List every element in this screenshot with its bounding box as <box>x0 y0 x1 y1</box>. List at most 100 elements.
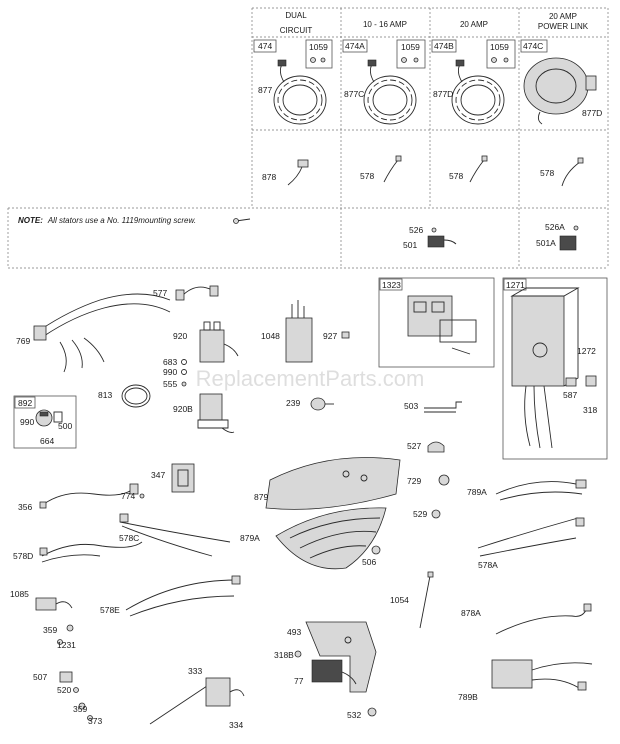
hardware-318B <box>294 650 302 658</box>
label-789A: 789A <box>467 487 487 497</box>
nut-729 <box>438 474 450 486</box>
label-503: 503 <box>404 401 418 411</box>
label-1271: 1271 <box>506 280 525 290</box>
label-474B: 474B <box>434 41 454 51</box>
label-789B: 789B <box>458 692 478 702</box>
part-labels: 474 1059 877 878 474A 1059 877C 578 474B… <box>10 41 602 730</box>
stator-10-16-amp <box>363 59 417 125</box>
label-347: 347 <box>151 470 165 480</box>
label-1085: 1085 <box>10 589 29 599</box>
label-578E: 578E <box>100 605 120 615</box>
label-334: 334 <box>229 720 243 730</box>
group-box-1323 <box>378 277 495 368</box>
label-318: 318 <box>583 405 597 415</box>
label-1231: 1231 <box>57 640 76 650</box>
label-769: 769 <box>16 336 30 346</box>
label-507: 507 <box>33 672 47 682</box>
harness-578A <box>477 517 585 557</box>
nut-532 <box>367 707 377 717</box>
bracket-493 <box>305 621 377 693</box>
header-10-16-amp: 10 - 16 AMP <box>363 20 407 29</box>
group-box-892 <box>13 395 77 449</box>
stator-power-link <box>523 57 597 125</box>
label-1059-b: 1059 <box>401 42 420 52</box>
label-578-a: 578 <box>360 171 374 181</box>
label-879A: 879A <box>240 533 260 543</box>
label-1272: 1272 <box>577 346 596 356</box>
label-474A: 474A <box>345 41 365 51</box>
label-356: 356 <box>18 502 32 512</box>
label-877C: 877C <box>344 89 364 99</box>
label-1054: 1054 <box>390 595 409 605</box>
wire-356 <box>39 483 139 509</box>
label-493: 493 <box>287 627 301 637</box>
harness-578E <box>125 575 241 617</box>
label-577: 577 <box>153 288 167 298</box>
mounting-screw <box>233 218 251 224</box>
header-power-link-line2: POWER LINK <box>538 22 589 31</box>
label-920: 920 <box>173 331 187 341</box>
label-990-b: 990 <box>20 417 34 427</box>
label-877D-2: 877D <box>582 108 602 118</box>
label-578D: 578D <box>13 551 33 561</box>
harness-789A <box>495 479 587 501</box>
label-877D: 877D <box>433 89 453 99</box>
label-1059-c: 1059 <box>490 42 509 52</box>
label-729: 729 <box>407 476 421 486</box>
label-333: 333 <box>188 666 202 676</box>
label-373: 373 <box>88 716 102 726</box>
hardware-683-990-555 <box>181 359 187 387</box>
label-474: 474 <box>258 41 272 51</box>
label-813: 813 <box>98 390 112 400</box>
solenoid-920 <box>199 321 239 363</box>
label-920B: 920B <box>173 404 193 414</box>
label-318B: 318B <box>274 650 294 660</box>
label-526A: 526A <box>545 222 565 232</box>
label-578A: 578A <box>478 560 498 570</box>
control-box-1271 <box>510 287 597 449</box>
label-578-b: 578 <box>449 171 463 181</box>
stator-20-amp <box>451 59 505 125</box>
regulator-77 <box>311 659 357 685</box>
solenoid-920B <box>197 393 235 433</box>
rectifier-1048 <box>285 300 350 363</box>
label-664: 664 <box>40 436 54 446</box>
header-dual-line2: CIRCUIT <box>280 26 313 35</box>
label-927: 927 <box>323 331 337 341</box>
label-501: 501 <box>403 240 417 250</box>
label-529: 529 <box>413 509 427 519</box>
label-879: 879 <box>254 492 268 502</box>
clamp-813 <box>121 384 151 408</box>
relay-347 <box>171 463 195 493</box>
screw-774 <box>139 493 145 499</box>
header-power-link-line1: 20 AMP <box>549 12 577 21</box>
bracket-503 <box>424 401 462 413</box>
label-532: 532 <box>347 710 361 720</box>
label-578-c: 578 <box>540 168 554 178</box>
header-dual-line1: DUAL <box>285 11 307 20</box>
label-1048: 1048 <box>261 331 280 341</box>
cover-879 <box>265 457 401 510</box>
label-239: 239 <box>286 398 300 408</box>
nut-529 <box>431 509 441 519</box>
label-1323: 1323 <box>382 280 401 290</box>
wire-577 <box>175 285 219 301</box>
header-20-amp: 20 AMP <box>460 20 488 29</box>
label-578C: 578C <box>119 533 139 543</box>
regulator-501 <box>427 227 457 248</box>
label-474C: 474C <box>523 41 543 51</box>
label-877: 877 <box>258 85 272 95</box>
clip-527 <box>427 441 445 453</box>
label-990-a: 990 <box>163 367 177 377</box>
label-520: 520 <box>57 685 71 695</box>
label-587: 587 <box>563 390 577 400</box>
harness-578C <box>119 513 231 557</box>
wire-878A <box>495 603 592 635</box>
label-501A: 501A <box>536 238 556 248</box>
label-683: 683 <box>163 357 177 367</box>
group-box-1271 <box>502 277 608 460</box>
label-359-a: 359 <box>43 625 57 635</box>
label-359-b: 359 <box>73 704 87 714</box>
stator-dual-circuit <box>273 59 327 125</box>
